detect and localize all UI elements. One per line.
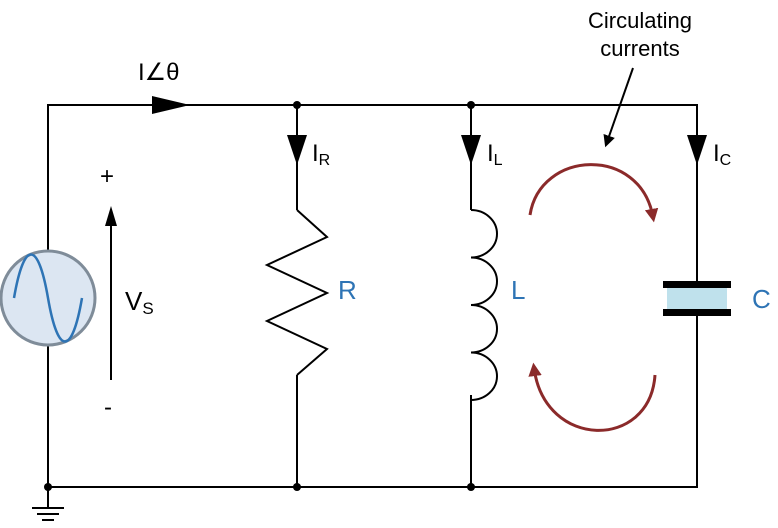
resistor-icon [264,209,330,376]
annotation-line-2: currents [600,36,679,61]
ac-source [0,249,97,347]
inductor-label: L [511,275,525,305]
resistor-label: R [338,275,357,305]
capacitor-current-main: I [713,140,720,167]
main-current-label: I∠θ [138,59,180,86]
resistor-current-arrow-icon [287,135,307,165]
bottom-rail [47,312,698,488]
voltage-main: V [125,286,143,316]
capacitor-current-label: IC [713,140,731,169]
junction-dot [293,483,301,491]
circulating-arrow-top-icon [528,163,659,223]
top-rail [47,104,698,285]
capacitor-current-arrow-icon [687,135,707,165]
voltage-subscript: S [142,299,153,318]
resistor-current-main: I [312,140,319,167]
inductor-current-subscript: L [494,152,503,169]
voltage-minus-label: - [104,394,112,421]
capacitor-current-subscript: C [720,152,732,169]
main-current-arrow-icon [152,96,190,114]
capacitor-icon [663,281,731,316]
voltage-label: VS [125,286,154,318]
junction-dot [293,101,301,109]
annotation-line-1: Circulating [588,8,692,33]
inductor-current-label: IL [487,140,503,169]
annotation-pointer-arrow-icon [603,67,634,148]
voltage-arrow [105,206,117,380]
inductor-current-arrow-icon [461,135,481,165]
sine-wave-icon [12,253,84,343]
junction-dot [467,101,475,109]
inductor-current-main: I [487,140,494,167]
resistor-current-label: IR [312,140,330,169]
capacitor-label: C [752,284,771,314]
circulating-arrow-bottom-icon [528,362,657,432]
junction-dot [467,483,475,491]
inductor-icon [470,209,498,401]
voltage-plus-label: + [100,163,114,190]
resistor-current-subscript: R [319,152,331,169]
ground-icon [32,487,64,521]
junctions [44,101,475,491]
voltage-arrow-head-icon [105,206,117,226]
